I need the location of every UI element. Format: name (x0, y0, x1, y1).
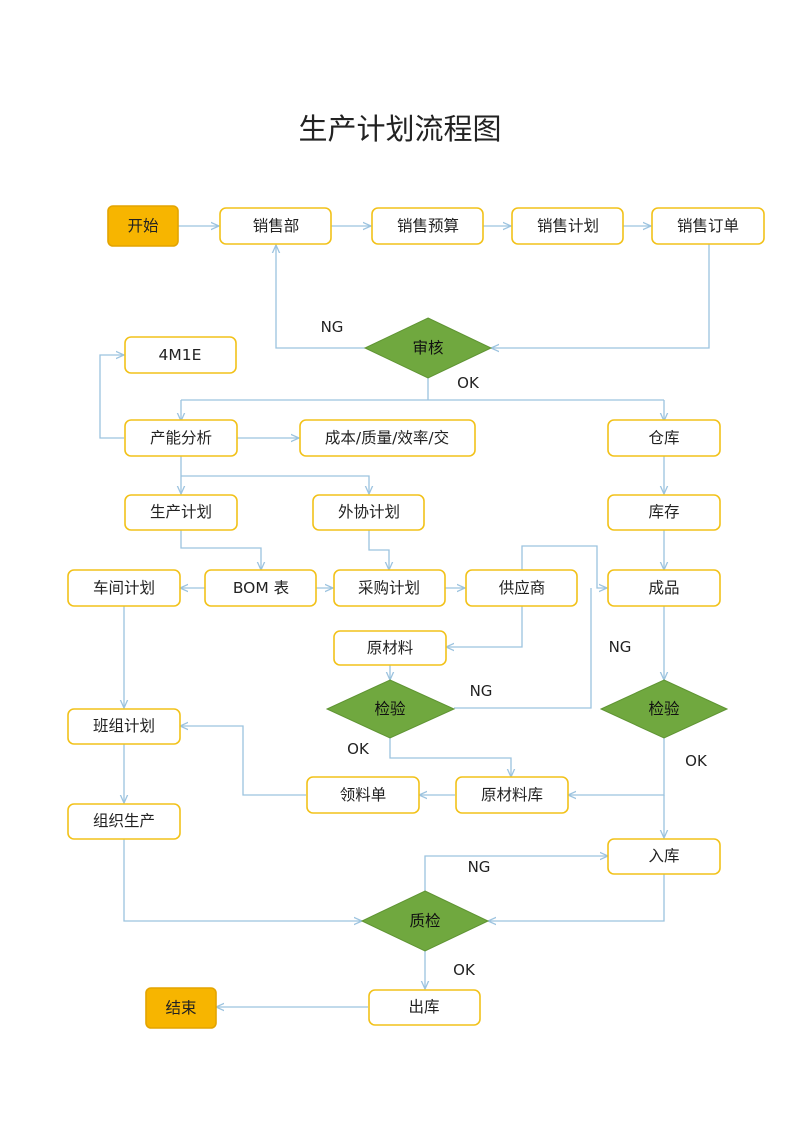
decision-quality-check[interactable]: 质检 (360, 890, 490, 952)
inventory-label: 库存 (648, 503, 679, 521)
node-production-plan[interactable]: 生产计划 (124, 494, 238, 531)
node-warehouse[interactable]: 仓库 (607, 419, 721, 457)
label-review-ok: OK (457, 374, 480, 392)
node-sales-order[interactable]: 销售订单 (651, 207, 765, 245)
edge-capacity-outsource (181, 475, 369, 494)
edge-supplier-raw (446, 606, 523, 647)
end-label: 结束 (165, 999, 196, 1017)
node-organize-production[interactable]: 组织生产 (67, 803, 181, 840)
node-sales-dept[interactable]: 销售部 (219, 207, 332, 245)
edge-qc-ng-warehousing (424, 856, 608, 891)
edge-inspect-raw-ok-store (389, 738, 511, 777)
label-raw-ok: OK (347, 740, 370, 758)
sales-order-label: 销售订单 (677, 217, 739, 235)
raw-material-label: 原材料 (367, 639, 414, 657)
nodes: 开始 销售部 销售预算 销售计划 销售订单 审核 4M1E 产能分析 (67, 205, 765, 1029)
edge-order-review (491, 244, 710, 348)
node-cost-quality[interactable]: 成本/质量/效率/交 (299, 419, 476, 457)
node-finished-goods[interactable]: 成品 (607, 569, 721, 607)
production-plan-label: 生产计划 (150, 503, 212, 521)
node-sales-plan[interactable]: 销售计划 (511, 207, 624, 245)
label-review-ng: NG (321, 318, 344, 336)
quality-check-label: 质检 (409, 912, 440, 930)
node-team-plan[interactable]: 班组计划 (67, 708, 181, 745)
node-capacity-analysis[interactable]: 产能分析 (124, 419, 238, 457)
workshop-plan-label: 车间计划 (93, 579, 155, 597)
edge-production-bom (180, 530, 261, 570)
cost-quality-label: 成本/质量/效率/交 (325, 429, 449, 447)
decision-review[interactable]: 审核 (363, 317, 493, 379)
label-raw-ng: NG (470, 682, 493, 700)
warehouse-label: 仓库 (648, 429, 679, 447)
node-inventory[interactable]: 库存 (607, 494, 721, 531)
node-purchase-plan[interactable]: 采购计划 (333, 569, 446, 607)
outbound-label: 出库 (408, 998, 439, 1016)
node-raw-material[interactable]: 原材料 (333, 630, 447, 666)
edge-inspect-raw-ng (454, 588, 592, 709)
connectors (99, 226, 710, 1007)
edge-labels: NG OK NG NG OK OK NG OK (321, 318, 708, 979)
edge-inspect-finished-ok-store (568, 738, 665, 795)
decision-inspect-raw[interactable]: 检验 (325, 679, 456, 739)
decision-inspect-finished[interactable]: 检验 (599, 679, 729, 739)
node-workshop-plan[interactable]: 车间计划 (67, 569, 181, 607)
edge-capacity-4m1e (99, 355, 124, 439)
node-sales-budget[interactable]: 销售预算 (371, 207, 484, 245)
edge-review-ng-sales-dept (276, 245, 365, 349)
team-plan-label: 班组计划 (93, 717, 155, 735)
edge-supplier-finished (521, 545, 607, 588)
supplier-label: 供应商 (499, 578, 546, 597)
sales-dept-label: 销售部 (253, 217, 300, 235)
end-node[interactable]: 结束 (145, 987, 217, 1029)
node-4m1e[interactable]: 4M1E (124, 336, 237, 374)
node-outsource-plan[interactable]: 外协计划 (312, 494, 425, 531)
node-material-requisition[interactable]: 领料单 (306, 776, 420, 814)
purchase-plan-label: 采购计划 (358, 579, 420, 597)
start-node[interactable]: 开始 (107, 205, 179, 247)
start-label: 开始 (127, 217, 159, 235)
edge-warehousing-qc (488, 874, 665, 921)
node-supplier[interactable]: 供应商 (465, 569, 578, 607)
finished-goods-label: 成品 (648, 579, 679, 597)
label-finished-ok: OK (685, 752, 708, 770)
material-requisition-label: 领料单 (340, 786, 387, 804)
edge-requisition-team (180, 726, 306, 796)
m4e1-label: 4M1E (159, 346, 202, 364)
edge-outsource-purchase (368, 530, 389, 570)
edge-organize-qc (123, 839, 362, 921)
node-warehousing[interactable]: 入库 (607, 838, 721, 875)
raw-material-store-label: 原材料库 (481, 786, 543, 804)
warehousing-label: 入库 (648, 847, 679, 865)
label-qc-ok: OK (453, 961, 476, 979)
label-qc-ng: NG (468, 858, 491, 876)
node-outbound[interactable]: 出库 (368, 989, 481, 1026)
page-title: 生产计划流程图 (298, 112, 502, 146)
capacity-analysis-label: 产能分析 (150, 429, 212, 447)
review-label: 审核 (412, 339, 443, 357)
inspect-raw-label: 检验 (374, 700, 406, 718)
label-finished-ng: NG (609, 638, 632, 656)
sales-budget-label: 销售预算 (397, 216, 459, 235)
sales-plan-label: 销售计划 (537, 217, 599, 235)
node-raw-material-store[interactable]: 原材料库 (455, 776, 569, 814)
bom-label: BOM 表 (233, 579, 289, 597)
outsource-plan-label: 外协计划 (338, 503, 400, 521)
edge-review-ok-split (181, 378, 664, 401)
organize-production-label: 组织生产 (93, 812, 155, 830)
inspect-finished-label: 检验 (648, 700, 680, 718)
node-bom[interactable]: BOM 表 (204, 569, 317, 607)
